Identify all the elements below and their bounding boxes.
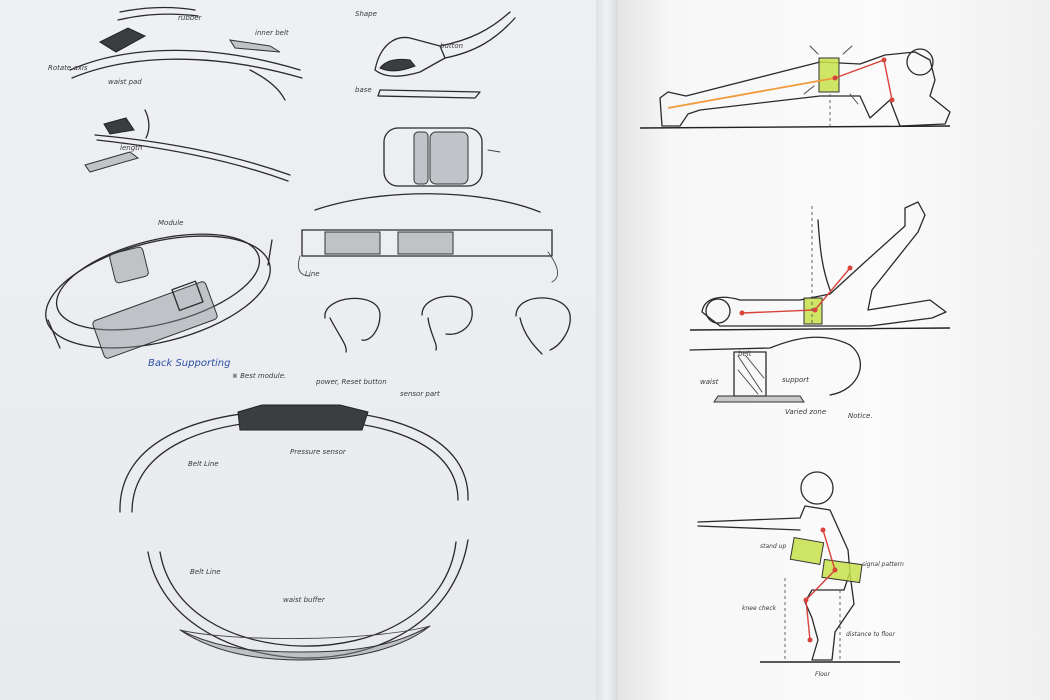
belt-curl-sketches	[324, 295, 571, 355]
plank-posture-sketch	[639, 45, 951, 129]
label-rubber: rubber	[178, 14, 203, 22]
label-support: support	[782, 376, 809, 384]
belt-3d-sketch: Module Back Supporting	[45, 219, 273, 369]
label-pressure-sensor: Pressure sensor	[290, 448, 347, 456]
clip-sketch-2: length	[84, 109, 291, 182]
best-module-sketch: ※ Best module. power, Reset button senso…	[119, 372, 469, 661]
squat-posture-sketch: stand up signal pattern knee check dista…	[697, 471, 904, 678]
best-module-title: ※ Best module.	[232, 372, 286, 380]
label-base: base	[355, 86, 372, 94]
label-belt: belt	[738, 350, 752, 358]
label-sensor-part: sensor part	[400, 390, 440, 398]
label-button: button	[440, 42, 463, 50]
label-notice: Notice.	[848, 412, 873, 420]
label-inner-belt: inner belt	[255, 29, 289, 37]
label-waist: waist	[700, 378, 719, 386]
buckle-module-sketch	[383, 127, 501, 187]
book-gutter	[596, 0, 622, 700]
label-signal-pattern: signal pattern	[862, 561, 904, 568]
label-waist-pad: waist pad	[108, 78, 142, 86]
label-module: Module	[158, 219, 183, 227]
label-belt-line-bottom: Belt Line	[190, 568, 221, 576]
flat-belt-sketch: Line	[298, 193, 558, 283]
buckle-sketch: Shape button base	[355, 10, 516, 99]
label-floor: Floor	[815, 671, 830, 678]
label-knee-check: knee check	[742, 605, 777, 612]
label-back-supporting: Back Supporting	[148, 358, 230, 369]
label-waist-buffer: waist buffer	[283, 596, 326, 604]
label-flat-belt-line: Line	[305, 270, 320, 278]
clip-sketch: Rotate axis rubber inner belt waist pad	[48, 6, 303, 101]
label-varied-zone: Varied zone	[785, 408, 826, 416]
label-buckle-top: Shape	[355, 10, 377, 18]
label-rotate-axis: Rotate axis	[48, 64, 88, 72]
label-distance-floor: distance to floor	[846, 631, 895, 638]
left-page	[0, 0, 600, 700]
label-belt-line-top: Belt Line	[188, 460, 219, 468]
label-length: length	[120, 144, 142, 152]
label-power-reset: power, Reset button	[315, 378, 387, 386]
label-stand-up: stand up	[760, 543, 786, 550]
leg-raise-posture-sketch: belt waist support Varied zone Notice.	[689, 201, 951, 420]
